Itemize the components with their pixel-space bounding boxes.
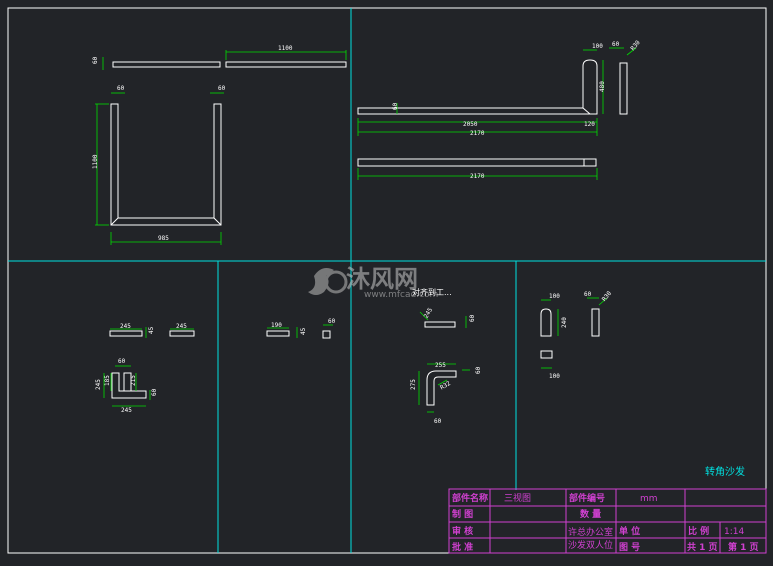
dim-label: 2170 [470,173,485,180]
project-line-2: 沙发双人位 [568,539,613,551]
dim-label: 245 [423,306,435,319]
check-label: 审 核 [452,525,473,537]
approve-label: 批 准 [452,541,473,553]
dim-lines-top-right [357,47,637,180]
dim-lines-bottom-1 [103,327,194,407]
dim-label: 120 [584,121,595,128]
dim-label: 60 [434,418,442,425]
dim-label: 60 [117,85,125,92]
drawn-label: 制 图 [452,508,473,520]
watermark: 沐风网 www.mfcad.com [308,265,438,300]
dim-label: 245 [120,323,131,330]
view-top-left [110,61,347,226]
sheet-total: 共 1 页 [687,541,718,553]
dim-label: 480 [599,81,606,92]
dim-label: 2170 [470,130,485,137]
scale-label: 比 例 [688,525,709,537]
dim-label: 60 [584,291,592,298]
dim-label: 100 [549,293,560,300]
dim-text-bottom-2: 190 45 60 [271,318,336,335]
dim-label: 245 [176,323,187,330]
scale-value: 1:14 [724,527,744,537]
quantity-label: 数 量 [580,508,601,520]
dim-label: 215 [130,375,137,386]
dim-text-bottom-4: 100 60 R30 240 100 [549,290,613,380]
dim-label: 45 [148,326,155,334]
dim-label: 1100 [278,45,293,52]
dim-text-top-left: 60 1100 60 60 1100 985 [92,45,293,242]
drawing-label: 转角沙发 [705,465,745,478]
dim-label: 60 [392,102,399,110]
dim-lines-bottom-3 [418,311,470,413]
dim-label: 60 [475,366,482,374]
dim-label: 190 [271,322,282,329]
dim-label: 245 [121,407,132,414]
unit-label: 单 位 [619,525,640,537]
dim-label: 240 [561,317,568,328]
part-code-value: mm [640,494,658,504]
watermark-brand: 沐风网 [346,265,418,293]
watermark-url: www.mfcad.com [364,290,438,300]
dim-label: 45 [300,327,307,335]
snap-tooltip: 对齐到工... [412,287,452,297]
project-line-1: 许总办公室 [568,526,613,538]
dim-lines-bottom-4 [541,297,608,369]
dim-label: 60 [612,41,620,48]
view-bottom-3 [424,321,457,406]
dim-label: 60 [218,85,226,92]
view-bottom-2 [266,330,331,339]
dim-label: 255 [435,362,446,369]
drawing-frame [7,7,767,554]
viewport-dividers [8,8,766,553]
dim-label: 185 [104,375,111,386]
part-name-label: 部件名称 [452,492,488,504]
dim-lines-top-left [95,50,347,245]
drawing-number-label: 图 号 [619,542,640,553]
dim-label: 245 [95,379,102,390]
dim-text-bottom-3: 245 60 255 60 275 R32 60 [410,306,482,425]
dim-label: 60 [328,318,336,325]
view-bottom-4 [540,308,600,359]
dim-label: 60 [92,56,99,64]
dim-label: 1100 [92,154,99,169]
dim-label: 985 [158,235,169,242]
dim-label: 60 [118,358,126,365]
dim-label: 60 [151,388,158,396]
dim-label: 60 [469,314,476,322]
part-name-value: 三视图 [504,492,531,504]
dim-text-bottom-1: 245 45 245 60 245 185 215 60 245 [95,323,187,414]
view-bottom-1 [109,330,195,399]
dim-lines-bottom-2 [267,324,333,338]
watermark-logo-icon [308,268,348,295]
dim-label: 100 [592,43,603,50]
dim-label: R30 [629,39,642,52]
title-block [448,488,767,554]
dim-label: R30 [601,290,614,303]
dim-label: 100 [549,373,560,380]
part-code-label: 部件编号 [569,492,605,504]
dim-label: 275 [410,379,417,390]
dim-label: 2050 [463,121,478,128]
sheet-number: 第 1 页 [728,541,759,553]
view-top-right [357,59,628,167]
dim-label: R32 [439,380,452,392]
title-block-text: 部件名称 三视图 部件编号 mm 制 图 数 量 审 核 许总办公室 沙发双人位… [452,492,759,553]
